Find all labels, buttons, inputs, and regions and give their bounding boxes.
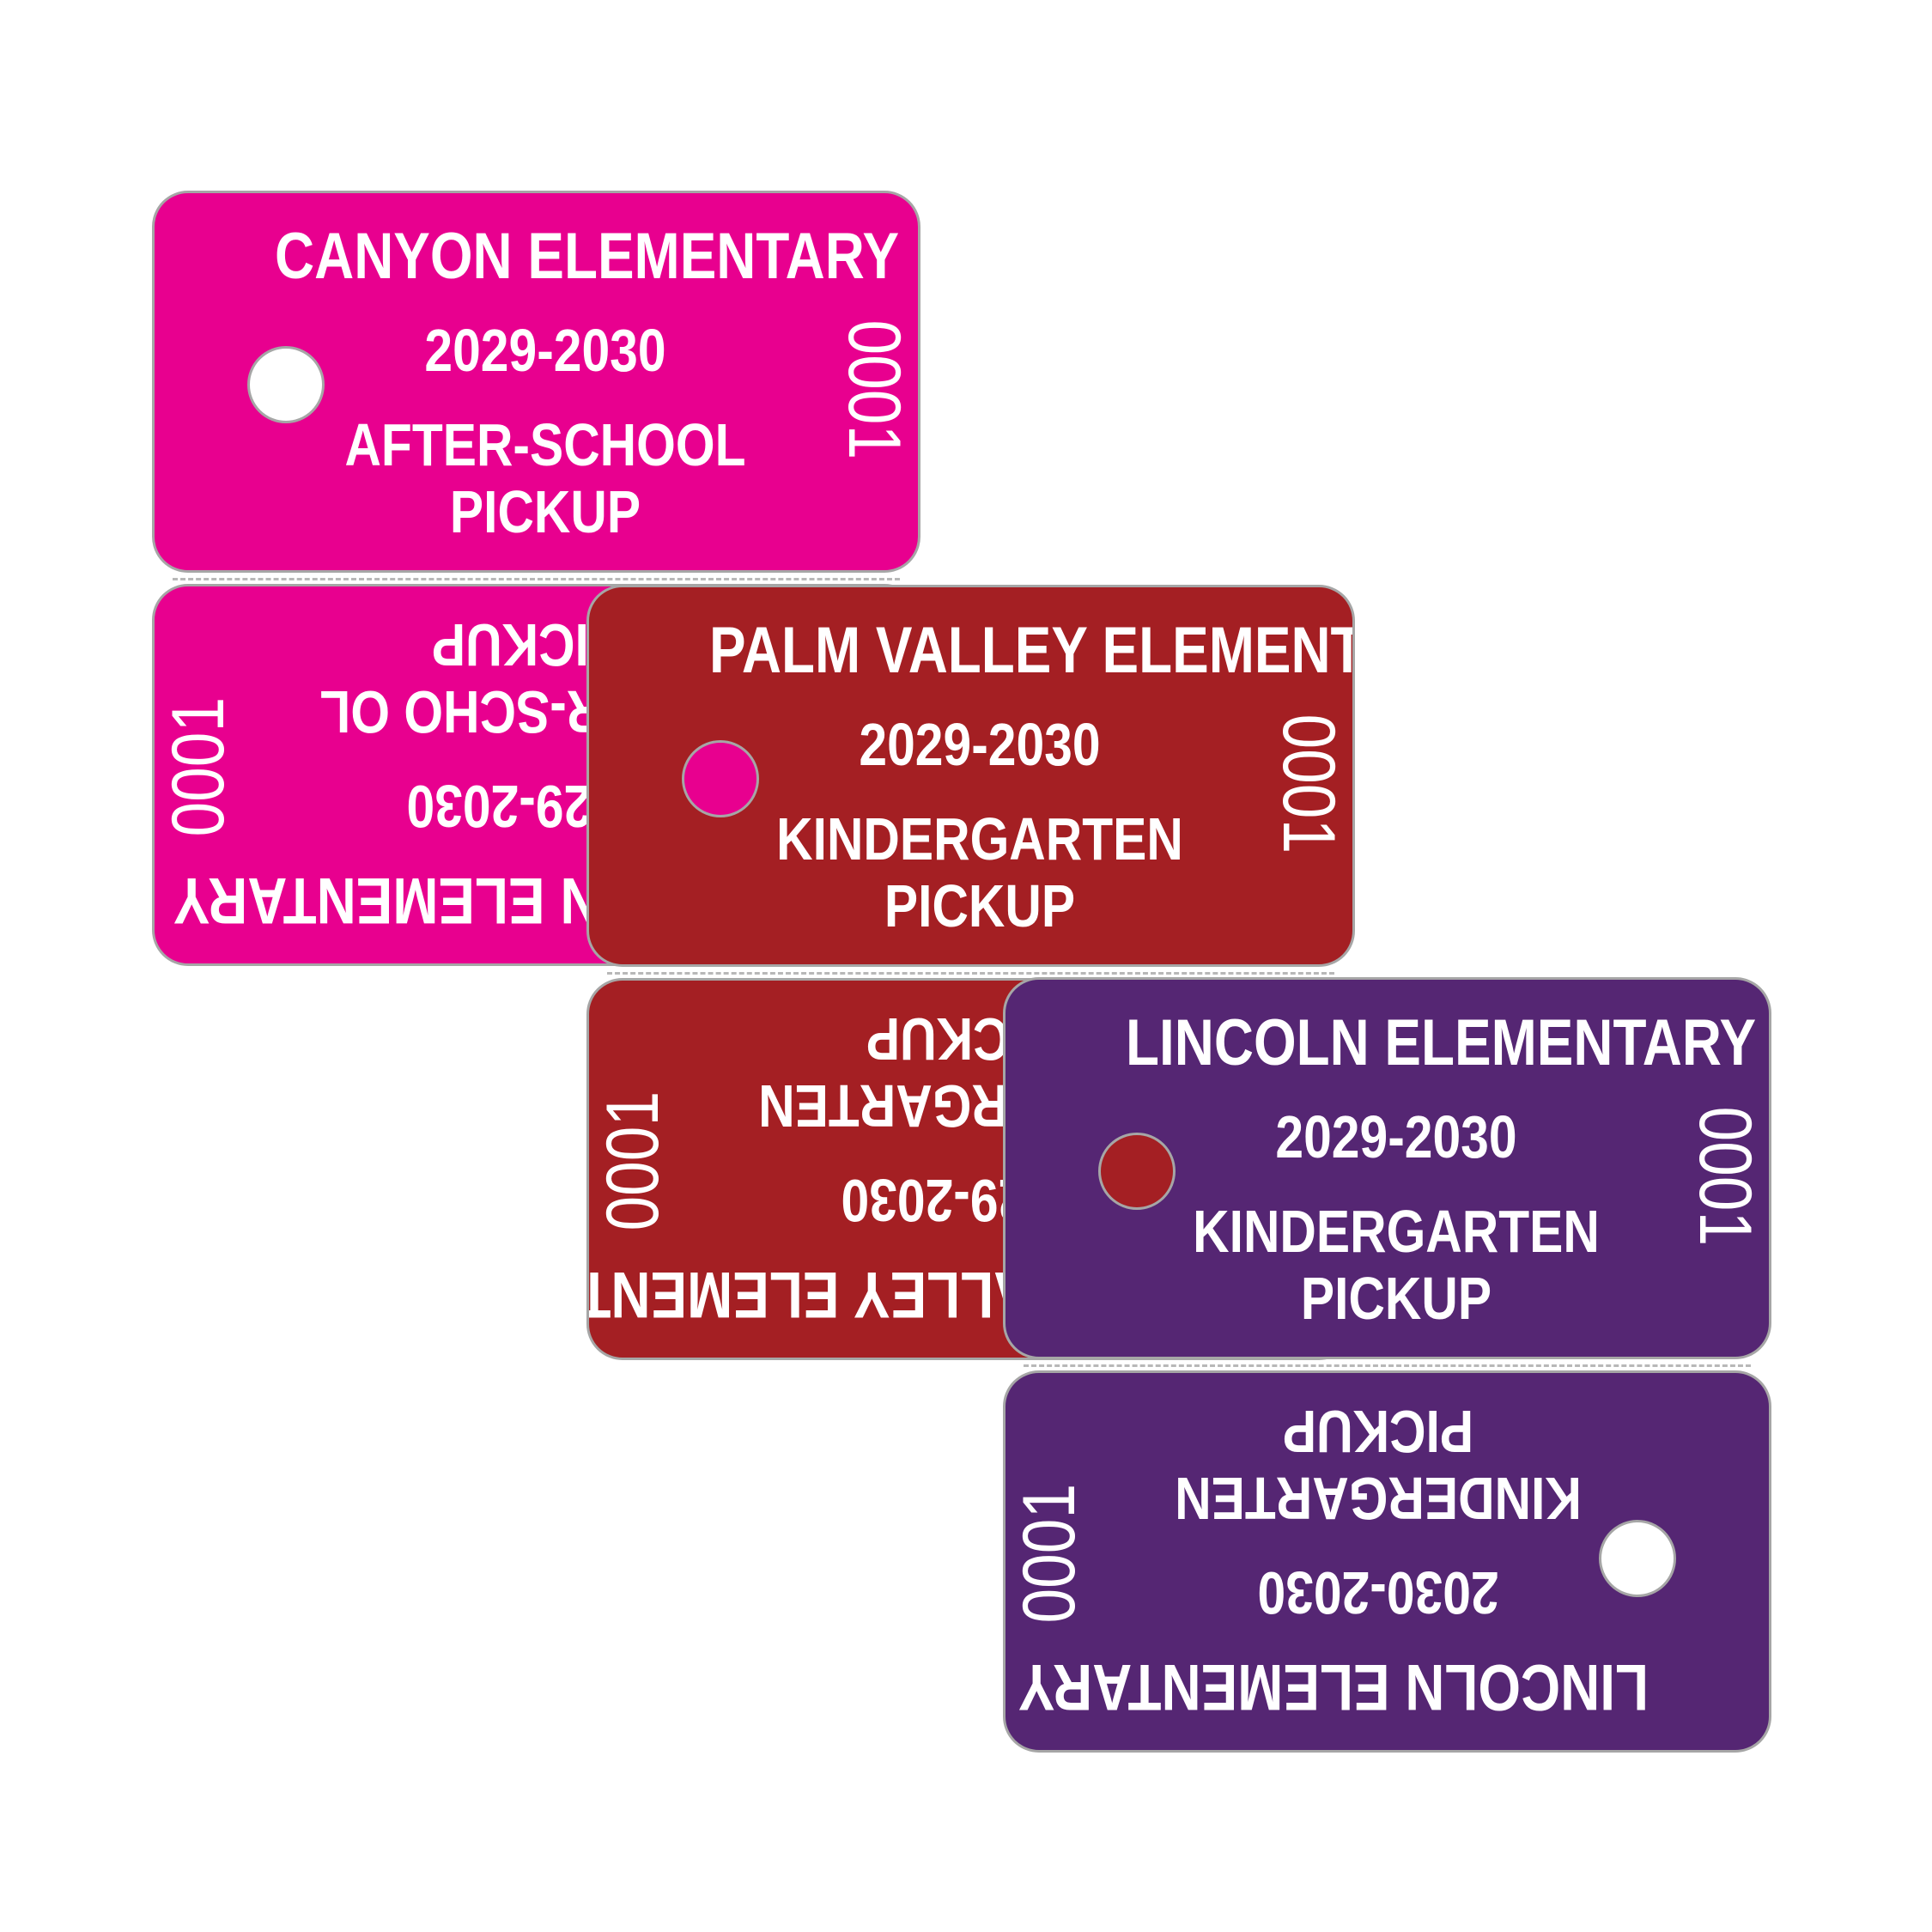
serial-number: 0001: [833, 319, 915, 460]
program-type: PICKUP: [449, 478, 641, 545]
stub-program-type: PICKUP: [1282, 1398, 1474, 1465]
stub-rotated-content: LINCOLN ELEMENTARY 2030-2030 KINDERGARTE…: [1005, 1373, 1769, 1750]
stub-school-name: LINCOLN ELEMENTARY: [1018, 1650, 1649, 1723]
school-year: 2029-2030: [1275, 1103, 1517, 1170]
perforation-line: [173, 578, 900, 580]
tag-top-half: CANYON ELEMENTARY 2029-2030 AFTER-SCHOOL…: [152, 191, 920, 573]
program-name: KINDERGARTEN: [776, 805, 1183, 872]
perforation-line: [1024, 1364, 1751, 1367]
stub-serial-number: 0001: [1008, 1483, 1091, 1624]
school-name: PALM VALLEY ELEMENTARY: [709, 614, 1355, 687]
punch-hole: [682, 740, 759, 817]
stub-school-year: 2030-2030: [1257, 1559, 1499, 1626]
punch-hole: [1098, 1133, 1176, 1210]
tag-top-half: LINCOLN ELEMENTARY 2029-2030 KINDERGARTE…: [1003, 977, 1771, 1359]
serial-number: 0001: [1684, 1106, 1766, 1247]
program-name: KINDERGARTEN: [1193, 1198, 1600, 1265]
punch-hole: [247, 346, 325, 423]
tag-stub: LINCOLN ELEMENTARY 2030-2030 KINDERGARTE…: [1003, 1370, 1771, 1753]
stub-serial-number: 0001: [157, 696, 240, 837]
stub-program-name: KINDERGARTEN: [1175, 1465, 1582, 1532]
program-type: PICKUP: [884, 872, 1076, 939]
serial-number: 0001: [1267, 714, 1350, 854]
school-name: CANYON ELEMENTARY: [275, 220, 900, 293]
school-name: LINCOLN ELEMENTARY: [1126, 1006, 1757, 1079]
stub-serial-number: 0001: [592, 1091, 674, 1231]
tag-palm-valley-elementary: PALM VALLEY ELEMENTARY 2029-2030 KINDERG…: [586, 585, 1355, 1366]
school-year: 2029-2030: [424, 317, 666, 384]
school-year: 2029-2030: [859, 711, 1101, 778]
stub-punch-hole: [1599, 1520, 1676, 1597]
program-name: AFTER-SCHOOL: [344, 411, 746, 478]
tag-lincoln-elementary: LINCOLN ELEMENTARY 2029-2030 KINDERGARTE…: [1003, 977, 1771, 1759]
tag-top-half: PALM VALLEY ELEMENTARY 2029-2030 KINDERG…: [586, 585, 1355, 967]
program-type: PICKUP: [1300, 1265, 1492, 1332]
perforation-line: [607, 972, 1334, 975]
